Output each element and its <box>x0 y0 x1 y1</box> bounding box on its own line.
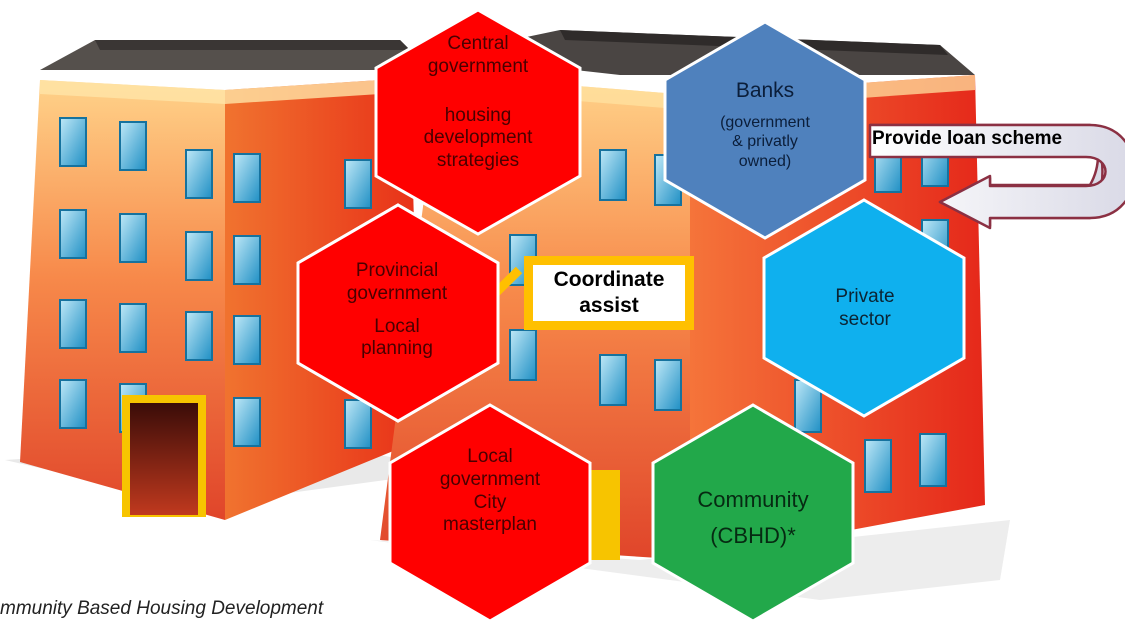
hexagon-private-sector <box>762 198 966 418</box>
banks-label: Banks (government & privatly owned) <box>720 79 810 170</box>
footnote: mmunity Based Housing Development <box>0 598 324 619</box>
loan-scheme-label: Provide loan scheme <box>872 128 1063 149</box>
hexagon-community <box>651 403 855 622</box>
hexagon-central-government-full <box>374 8 582 236</box>
hexagon-local-government <box>388 403 592 622</box>
community-label: Community (CBHD)* <box>697 487 809 549</box>
central-government-label: Central government housing development s… <box>423 33 533 172</box>
private-sector-label: Private sector <box>835 286 895 330</box>
coordinate-assist-callout: Coordinate assist <box>524 256 694 330</box>
right-door <box>590 470 620 560</box>
hexagon-provincial-government-top <box>296 203 500 423</box>
local-government-label: Local government City masterplan <box>439 446 541 536</box>
hexagon-banks <box>663 20 867 240</box>
provincial-government-label: Provincial government Local planning <box>346 260 448 360</box>
